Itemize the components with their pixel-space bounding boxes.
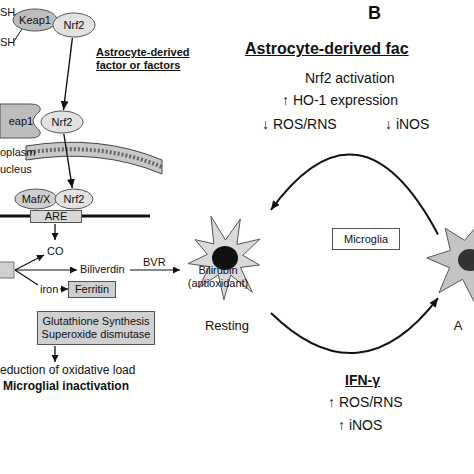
iron-arrow bbox=[60, 288, 68, 289]
protein-oval: Nrf2 bbox=[54, 188, 94, 210]
box-outline bbox=[69, 282, 116, 298]
product-box: Ferritin bbox=[68, 281, 116, 298]
label-box: Microglia bbox=[332, 228, 400, 250]
branch-line bbox=[15, 270, 38, 285]
node-text: Nrf2 bbox=[64, 19, 85, 32]
cycle-arrow bbox=[271, 298, 438, 353]
protein-oval: Nrf2 bbox=[40, 110, 84, 134]
box-outline bbox=[333, 229, 400, 250]
oval-outline bbox=[15, 189, 57, 209]
product-label: iron bbox=[40, 283, 58, 296]
cropped-box bbox=[0, 262, 14, 278]
oval-outline bbox=[55, 189, 93, 209]
node-text: Glutathione Synthesis Superoxide dismuta… bbox=[37, 315, 155, 340]
product-label: Biliverdin bbox=[80, 263, 125, 276]
oval-outline bbox=[41, 111, 83, 133]
branch-arrow bbox=[15, 255, 44, 270]
effect-label: ↓ iNOS bbox=[385, 116, 429, 132]
product-label: CO bbox=[47, 245, 64, 258]
box-outline bbox=[31, 211, 82, 223]
open-protein-outline bbox=[0, 104, 40, 138]
effect-label: ↑ HO-1 expression bbox=[282, 92, 398, 108]
promoter-box: ARE bbox=[30, 210, 82, 223]
activated-cell: A bbox=[438, 210, 474, 334]
outcome-label: Microglial inactivation bbox=[3, 380, 129, 394]
flow-arrow bbox=[54, 224, 55, 240]
cell-nucleus bbox=[458, 249, 474, 271]
product-label: Bilirubin (antioxidant) bbox=[182, 264, 254, 289]
flow-arrow bbox=[63, 38, 72, 110]
compartment-label: oplasm bbox=[0, 146, 35, 159]
flow-arrow bbox=[64, 134, 72, 188]
box-outline bbox=[38, 312, 155, 345]
edge-label: Astrocyte-derived factor or factors bbox=[96, 46, 216, 71]
flow-arrow bbox=[54, 346, 55, 362]
protein-oval: Keap1 bbox=[12, 8, 58, 32]
membrane-lipids bbox=[26, 149, 162, 167]
cycle-arrow bbox=[271, 154, 438, 234]
node-text: Nrf2 bbox=[52, 116, 73, 129]
node-text: A bbox=[454, 319, 463, 334]
node-text: Resting bbox=[205, 319, 249, 334]
cell-body bbox=[427, 225, 474, 306]
nuclear-membrane bbox=[26, 142, 162, 174]
effect-label: ↓ ROS/RNS bbox=[262, 116, 337, 132]
protein-oval: Nrf2 bbox=[52, 12, 96, 38]
oval-outline bbox=[13, 9, 57, 31]
node-text: Keap1 bbox=[19, 14, 51, 27]
branch-arrow bbox=[15, 269, 77, 270]
node-text: ARE bbox=[45, 210, 68, 223]
enzyme-label: BVR bbox=[143, 256, 166, 269]
oval-outline bbox=[53, 13, 95, 37]
node-text: Ferritin bbox=[75, 283, 109, 296]
thiol-label: SH bbox=[0, 6, 15, 19]
compartment-label: ucleus bbox=[0, 163, 32, 176]
effect-label: ↑ ROS/RNS bbox=[328, 394, 403, 410]
panel-letter: B bbox=[368, 3, 381, 24]
process-box: Glutathione Synthesis Superoxide dismuta… bbox=[37, 311, 155, 345]
thiol-label: SH bbox=[0, 36, 15, 49]
node-text: eap1 bbox=[9, 115, 33, 128]
node-outline bbox=[438, 210, 474, 334]
stimulus-heading: IFN-γ bbox=[345, 372, 380, 388]
protein-shape: eap1 bbox=[0, 103, 42, 139]
node-text: Microglia bbox=[344, 233, 388, 246]
node-text: Maf/X bbox=[22, 193, 51, 206]
node-text: Nrf2 bbox=[64, 193, 85, 206]
bvr-arrow bbox=[130, 269, 180, 270]
outcome-label: eduction of oxidative load bbox=[0, 364, 135, 378]
protein-oval: Maf/X bbox=[14, 188, 58, 210]
effect-label: Nrf2 activation bbox=[305, 70, 394, 86]
stimulus-heading: Astrocyte-derived fac bbox=[245, 40, 409, 58]
effect-label: ↑ iNOS bbox=[338, 417, 382, 433]
